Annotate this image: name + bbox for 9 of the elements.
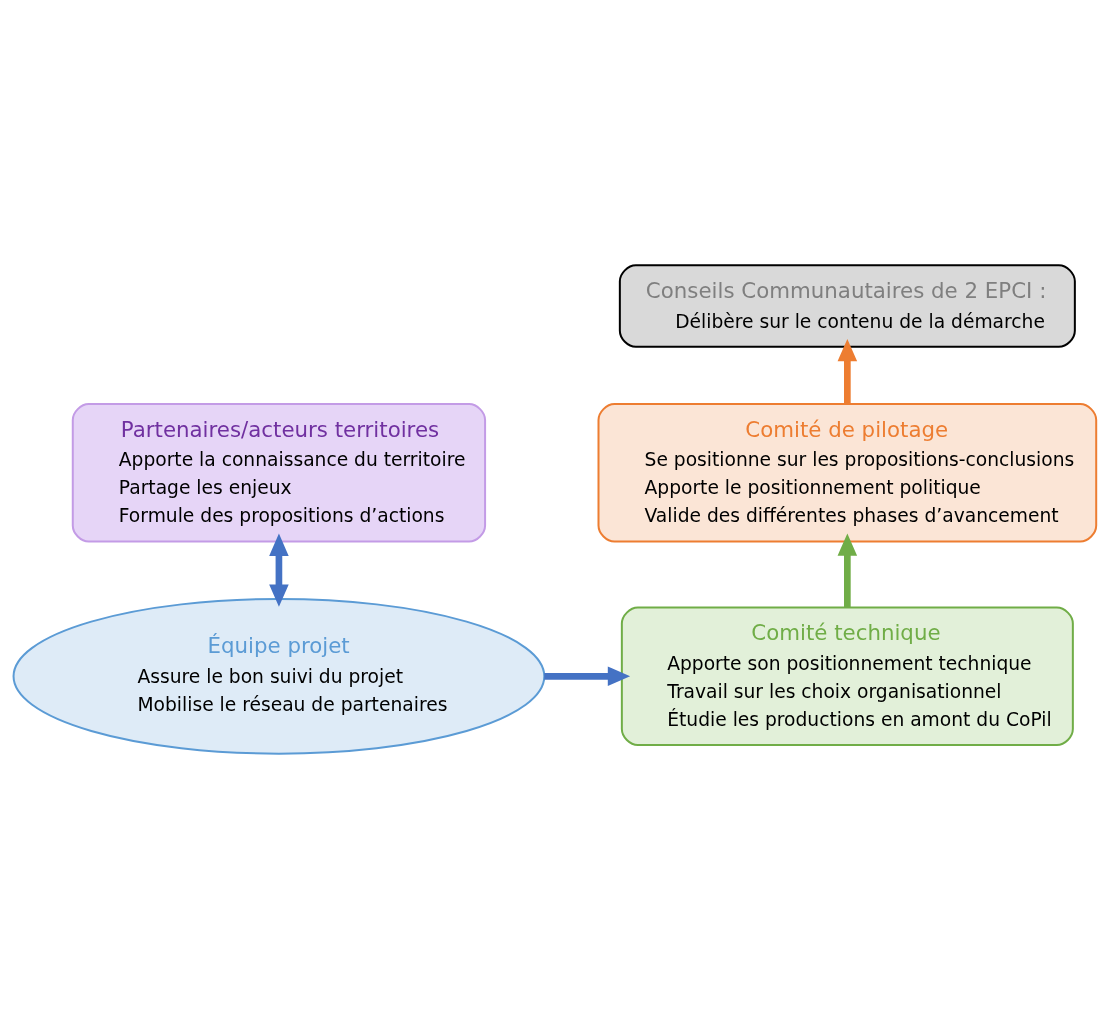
node-box: Comité de pilotage Se positionne sur les propositions-conclusions Apporte le positionnement politique Valide des différentes phases d’avancement <box>597 402 1098 543</box>
arrow <box>269 533 289 607</box>
node-box: Comité technique Apporte son positionnement technique Travail sur les choix organisationnel Étudie les productions en amont du CoPil <box>620 606 1074 746</box>
arrow <box>837 338 858 404</box>
node-box: Partenaires/acteurs territoires Apporte la connaissance du territoire Partage les enjeux Formule des propositions d’actions <box>71 402 487 543</box>
node-ellipse: Équipe projet Assure le bon suivi du projet Mobilise le réseau de partenaires <box>12 597 546 755</box>
arrow <box>837 532 858 608</box>
node-box: Conseils Communautaires de 2 EPCI : Délibère sur le contenu de la démarche <box>618 263 1076 348</box>
arrow <box>544 666 631 686</box>
